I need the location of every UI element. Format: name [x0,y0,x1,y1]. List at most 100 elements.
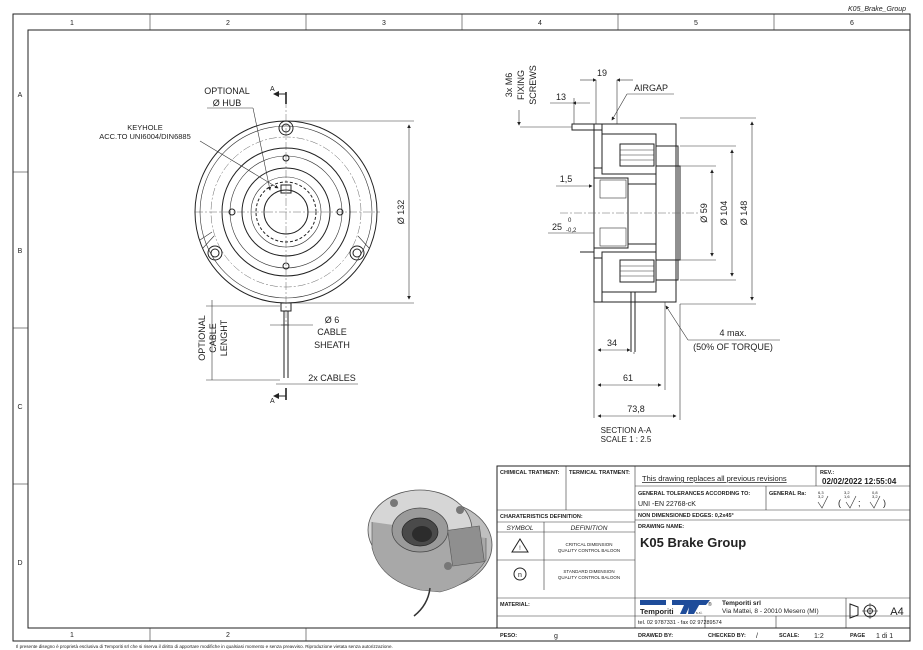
company-name: Temporiti srl [722,600,761,607]
general-ra-label: GENERAL Ra: [769,491,806,497]
dim-73-8: 73,8 [627,404,645,414]
material-label: MATERIAL: [500,602,530,608]
dim-13: 13 [556,92,566,102]
scale-label: SCALE: [779,633,800,639]
section-title: SECTION A-A [601,426,652,435]
tol-lower: -0,2 [566,228,577,234]
col-label: 4 [538,20,542,27]
col-label: 1 [70,20,74,27]
optional-cable-label: CABLE [208,323,218,353]
scale-value: 1:2 [814,633,824,640]
optional-hub-label: OPTIONAL [204,86,250,96]
svg-text:0,8: 0,8 [872,490,878,495]
svg-text:!: ! [519,546,521,552]
magnet-body-lower [601,251,657,293]
svg-text:n: n [518,572,522,579]
row-label: A [18,92,23,99]
footer-note: Il presente disegno è proprietà esclusiv… [16,644,393,649]
section-letter: A [270,86,275,93]
svg-text:Temporiti: Temporiti [640,607,674,616]
tol-upper: 0 [568,218,572,224]
small-hole [336,208,344,216]
spline-ring [255,181,317,243]
ear-left [199,231,215,249]
front-view: A A OPTIONAL Ø HUB KEYHOLE ACC.TO UNI600… [99,86,414,405]
torque-note: (50% OF TORQUE) [693,342,773,352]
drawn-by-label: DRAWED BY: [638,633,673,639]
weight-unit: g [554,633,558,640]
standard-symbol-icon: n [513,567,527,581]
svg-text:3,2: 3,2 [844,490,850,495]
critical-def: QUALITY CONTROL BALOON [558,548,620,553]
ear-right [357,235,370,249]
row-label: D [17,560,22,567]
small-hole [282,154,290,162]
body-ring [221,147,351,277]
fixing-screw-right [349,245,365,261]
sheet-size: A4 [890,606,903,618]
drawing-name: K05 Brake Group [640,535,746,550]
svg-text:3,2: 3,2 [872,494,878,499]
svg-text:3,2: 3,2 [818,494,824,499]
section-view: 3x M6 FIXING SCREWS 19 AIRGAP 13 1,5 25 … [504,65,780,444]
svg-text:): ) [883,498,886,508]
characteristics-definition: CHARATERISTICS DEFINITION: [500,514,583,520]
svg-text:®: ® [708,601,712,608]
isometric-view [367,489,493,617]
non-dimensioned-edges: NON DIMENSIONED EDGES: 0,2x45° [638,513,734,519]
svg-text:6,3: 6,3 [818,490,824,495]
bolt-circle [210,136,362,288]
fixing-screws-label: 3x M6 [504,73,514,98]
dim-4-max: 4 max. [719,328,746,338]
svg-text:1,6: 1,6 [844,494,850,499]
flange-edge [199,125,373,299]
critical-symbol-icon: ! [511,538,529,553]
checked-by-label: CHECKED BY: [708,633,746,639]
dim-148: Ø 148 [739,201,749,226]
critical-def: CRITICAL DIMENSION [565,542,612,547]
replaces-note: This drawing replaces all previous revis… [642,474,787,483]
small-hole [282,262,290,270]
col-label: 5 [694,20,698,27]
dim-132: Ø 132 [396,200,406,225]
col-label: 6 [850,20,854,27]
file-name: K05_Brake_Group [848,6,906,13]
col-label: 2 [226,632,230,639]
drawing-name-label: DRAWING NAME: [638,524,684,530]
standard-def: STANDARD DIMENSION [563,569,614,574]
row-zone-labels: A B C D [13,92,28,567]
section-letter: A [270,398,275,405]
hub-outer [250,176,322,248]
rev-label: REV.: [820,470,834,476]
flange-lower [593,257,603,303]
airgap-label: AIRGAP [634,83,668,93]
fixing-screw-left [207,245,223,261]
cable-sheath-label: Ø 6 [325,315,340,325]
chemical-treatment-label: CHIMICAL TRATMENT: [500,470,560,476]
roughness-symbols: 6,3 3,2 3,2 1,6 ( ; 0,8 3,2 ) [817,490,886,509]
dim-61: 61 [623,373,633,383]
temporiti-logo: Temporiti s.r.l. ® [640,600,712,616]
dim-34: 34 [607,338,617,348]
row-label: C [17,404,22,411]
fixing-screws-label: SCREWS [528,65,538,105]
definition-header: DEFINITION [571,525,608,532]
keyhole-label: KEYHOLE [127,123,162,132]
dim-104: Ø 104 [719,201,729,226]
optional-hub-label: Ø HUB [213,98,242,108]
general-tolerances-label: GENERAL TOLERANCES ACCORDING TO: [638,491,750,497]
standard-def: QUALITY CONTROL BALOON [558,575,620,580]
column-zone-labels: 1 2 3 4 5 6 1 2 [70,14,854,641]
keyway [280,184,292,194]
svg-text:(: ( [838,498,841,508]
cable-sheath-label: SHEATH [314,340,350,350]
dim-1-5: 1,5 [560,174,573,184]
dim-19: 19 [597,68,607,78]
company-phone: tel. 02 9787331 - fax 02 97289574 [638,620,722,626]
optional-cable-label: OPTIONAL [197,315,207,361]
fixing-screws-label: FIXING [516,70,526,100]
svg-text:s.r.l.: s.r.l. [696,611,702,615]
optional-cable-label: LENGHT [219,319,229,356]
projection-symbol-icon [849,603,878,619]
